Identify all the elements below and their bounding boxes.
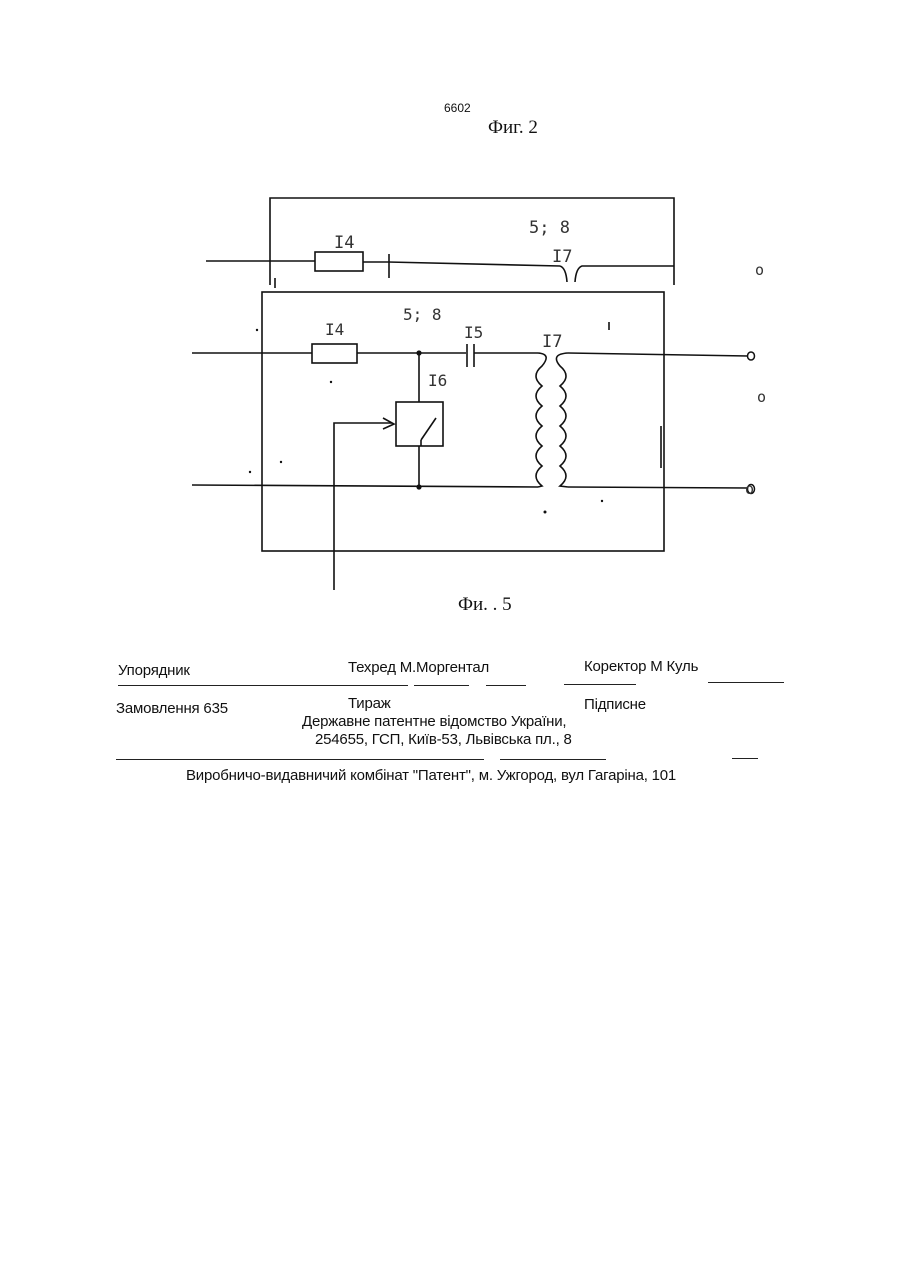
transformer-label: I7 xyxy=(542,332,562,352)
patent-office-address: 254655, ГСП, Київ-53, Львівська пл., 8 xyxy=(315,731,572,748)
rule-techred-1 xyxy=(414,685,469,686)
switch-blade xyxy=(421,418,436,440)
switch-i6 xyxy=(396,402,443,446)
patent-office-name: Державне патентне відомство України, xyxy=(302,713,566,730)
subscription-label: Підписне xyxy=(584,696,646,713)
terminal-1 xyxy=(748,352,755,360)
order-label: Замовлення 635 xyxy=(116,700,228,717)
top-transformer-bracket-right xyxy=(575,266,674,282)
rule-corrector-1 xyxy=(564,684,636,685)
inner-block-label: 5; 8 xyxy=(403,305,442,324)
capacitor-label: I5 xyxy=(464,323,483,342)
figure-caption-bottom: Фи. . 5 xyxy=(458,594,512,616)
rule-corrector-2 xyxy=(708,682,784,683)
techred-label: Техред М.Моргентал xyxy=(348,659,489,676)
rule-bottom-3 xyxy=(500,759,606,760)
top-block-label: 5; 8 xyxy=(529,218,570,238)
secondary-winding xyxy=(556,353,568,487)
corrector-label: Коректор М Куль xyxy=(584,658,698,675)
rule-bottom-4 xyxy=(732,758,758,759)
top-transformer-bracket-left xyxy=(560,266,567,282)
top-resistor xyxy=(315,252,363,271)
publisher-line: Виробничо-видавничий комбінат "Патент", … xyxy=(186,767,676,784)
control-input-line xyxy=(334,423,392,590)
switch-label: I6 xyxy=(428,371,447,390)
main-block-frame xyxy=(262,292,664,551)
terminal-label-2: o xyxy=(757,388,766,406)
top-transformer-label: I7 xyxy=(552,247,572,267)
top-resistor-label: I4 xyxy=(334,233,354,253)
resistor-label: I4 xyxy=(325,320,344,339)
rule-bottom-1 xyxy=(116,759,428,760)
top-block-frame xyxy=(270,198,674,285)
rule-bottom-2 xyxy=(428,759,484,760)
primary-winding xyxy=(536,353,546,487)
compiler-label: Упорядник xyxy=(118,662,190,679)
circulation-label: Тираж xyxy=(348,695,391,712)
resistor-i4 xyxy=(312,344,357,363)
terminal-label-3: o xyxy=(745,480,754,498)
rule-techred-2 xyxy=(486,685,526,686)
terminal-label-1: o xyxy=(755,261,764,279)
rule-compiler xyxy=(118,685,408,686)
